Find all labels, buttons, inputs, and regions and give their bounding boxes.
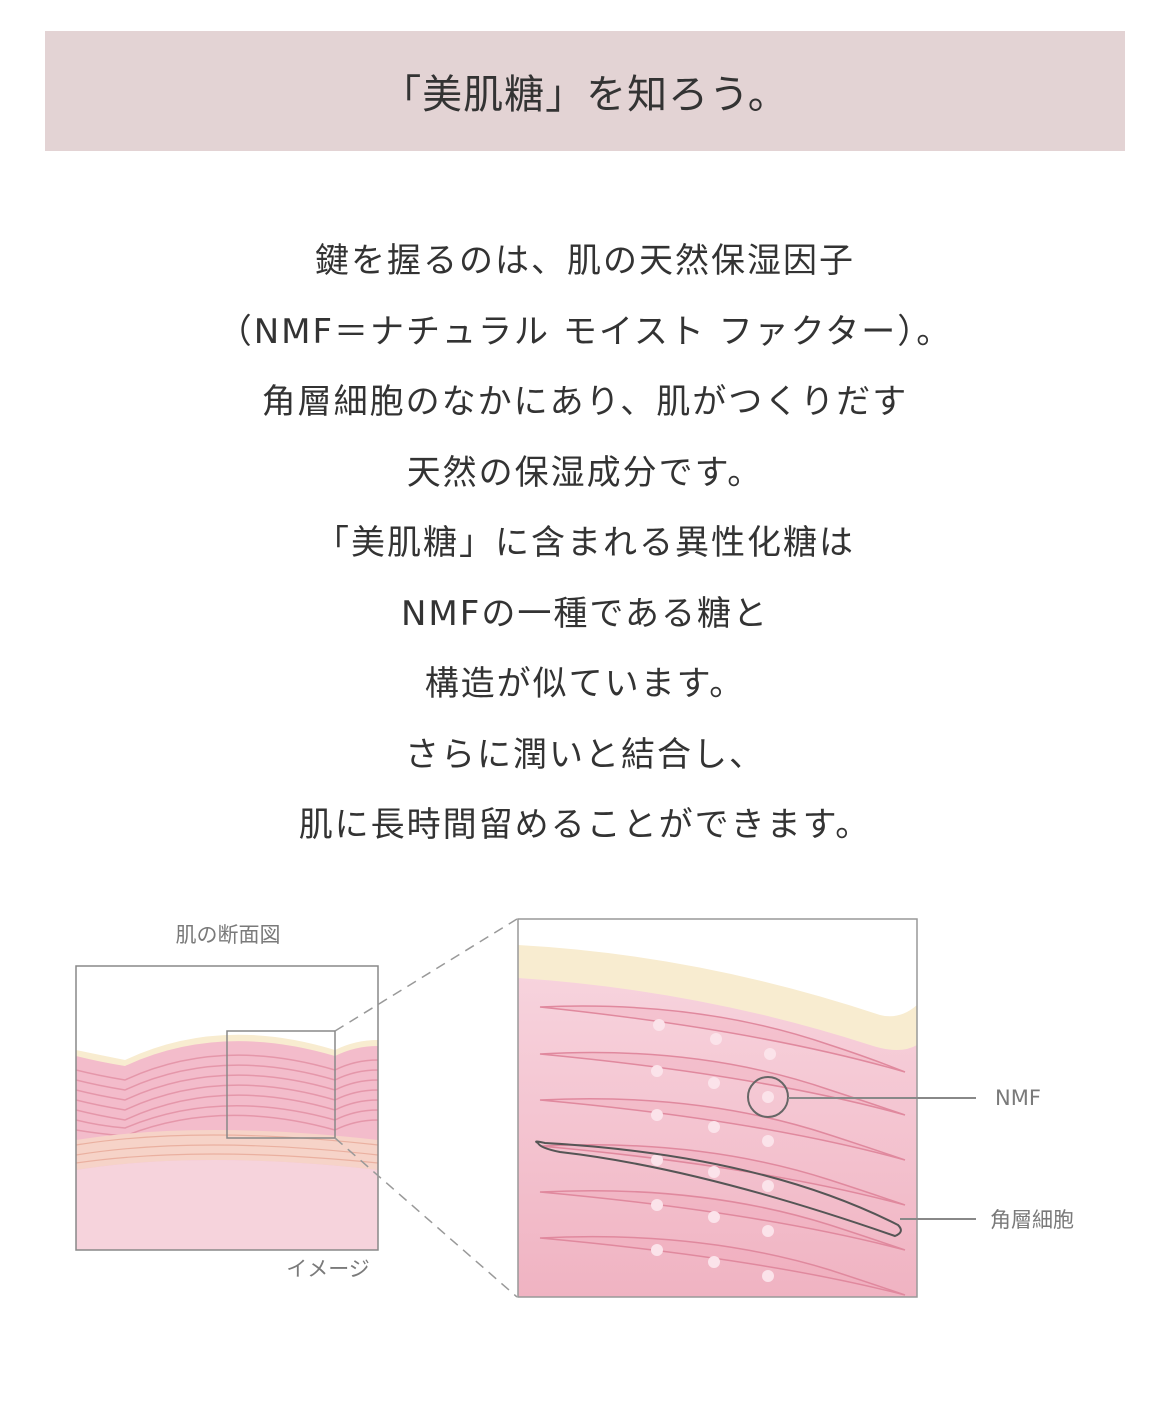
- description-line: 肌に長時間留めることができます。: [298, 805, 872, 845]
- corneocyte-highlight-outline: [535, 1140, 902, 1238]
- nmf-label: NMF: [995, 1086, 1041, 1110]
- zoom-guide-line: [334, 918, 518, 1032]
- description-line: 「美肌糖」に含まれる異性化糖は: [315, 523, 855, 563]
- description-line: 角層細胞のなかにあり、肌がつくりだす: [261, 382, 909, 422]
- left-diagram-caption: イメージ: [286, 1257, 370, 1281]
- skin-cross-section-diagram: 肌の断面図 イメージ: [75, 918, 1074, 1298]
- description-line: 天然の保湿成分です。: [406, 452, 764, 493]
- description: 鍵を握るのは、肌の天然保湿因子 （NMF＝ナチュラル モイスト ファクター）。 …: [0, 226, 1170, 861]
- left-diagram-frame: [75, 965, 379, 1251]
- description-line: 構造が似ています。: [424, 664, 746, 704]
- section-title: 「美肌糖」を知ろう。: [381, 72, 789, 118]
- left-diagram-title: 肌の断面図: [176, 923, 281, 947]
- description-line: さらに潤いと結合し、: [405, 734, 765, 775]
- right-diagram-frame: [517, 918, 918, 1298]
- zoom-region-marker: [226, 1030, 336, 1139]
- skin-magnified-illustration: [518, 919, 917, 1297]
- description-line: 鍵を握るのは、肌の天然保湿因子: [315, 241, 855, 281]
- skin-overview-illustration: [76, 966, 378, 1250]
- description-line: （NMF＝ナチュラル モイスト ファクター）。: [217, 311, 953, 352]
- description-line: NMFの一種である糖と: [401, 593, 769, 634]
- zoom-guide-line: [334, 1137, 518, 1298]
- corneocyte-label: 角層細胞: [990, 1208, 1074, 1232]
- section-header: 「美肌糖」を知ろう。: [45, 31, 1125, 151]
